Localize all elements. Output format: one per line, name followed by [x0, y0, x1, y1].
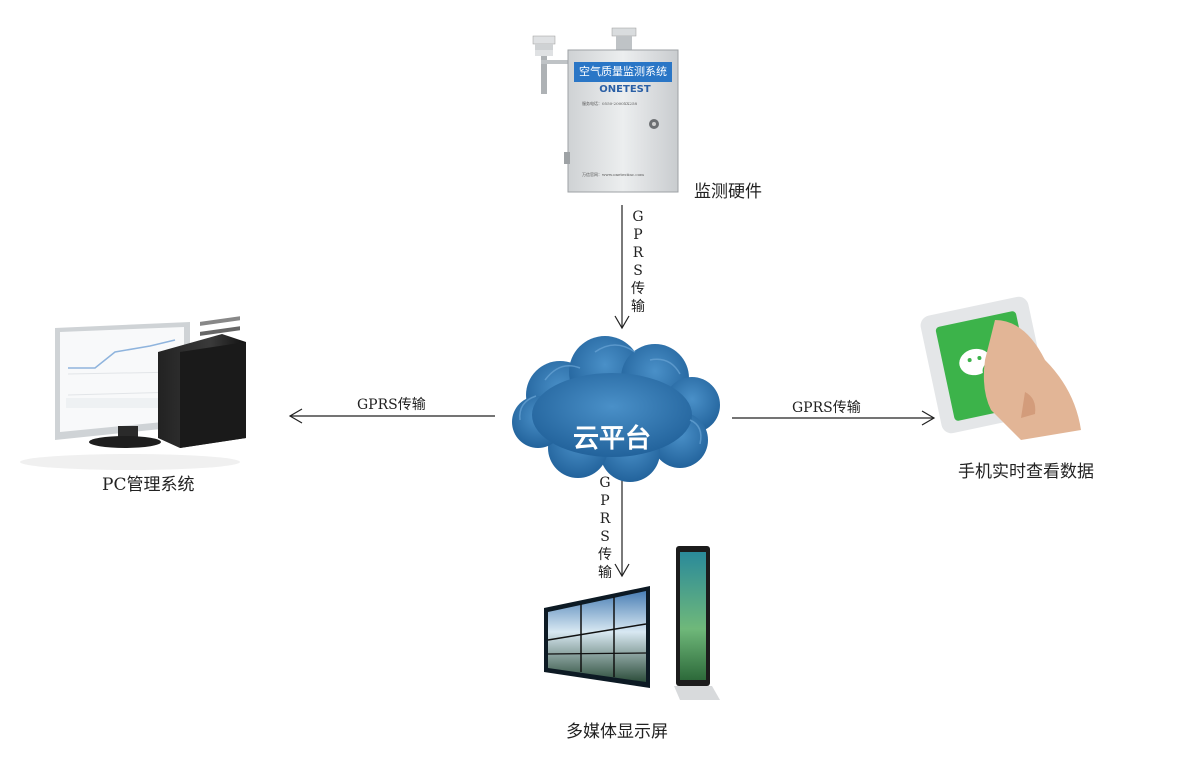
- hardware-service-line: 服务电话：0550-2000XX258: [582, 101, 638, 106]
- link-label-top: G P R S 传 输: [630, 208, 646, 316]
- link-top-char: 输: [631, 299, 645, 315]
- hardware-brand: ONETEST: [599, 84, 651, 95]
- link-bottom-char: S: [600, 529, 610, 545]
- link-bottom-char: 输: [598, 565, 612, 581]
- link-bottom-char: 传: [598, 547, 612, 563]
- cloud-icon: [512, 336, 720, 482]
- link-top-char: G: [632, 209, 644, 225]
- link-top-char: S: [633, 263, 643, 279]
- kiosk-display-icon: [674, 546, 720, 700]
- display-wall-icon: [544, 586, 650, 688]
- link-bottom-char: P: [600, 493, 610, 509]
- link-top-char: 传: [631, 281, 645, 297]
- phone-label: 手机实时查看数据: [958, 462, 1094, 482]
- pc-icon: [20, 316, 246, 470]
- cloud-label: 云平台: [572, 424, 651, 454]
- pc-label: PC管理系统: [102, 475, 195, 495]
- phone-icon: [920, 296, 1081, 440]
- link-bottom-char: R: [599, 511, 611, 527]
- link-bottom-char: G: [599, 475, 611, 491]
- hardware-label: 监测硬件: [694, 182, 762, 202]
- link-label-right: GPRS传输: [792, 400, 861, 416]
- link-label-bottom: G P R S 传 输: [597, 474, 613, 582]
- hardware-panel-title: 空气质量监测系统: [579, 65, 667, 78]
- link-label-left: GPRS传输: [357, 397, 426, 413]
- monitoring-hardware-icon: [532, 27, 679, 193]
- link-top-char: P: [633, 227, 643, 243]
- link-top-char: R: [632, 245, 644, 261]
- display-label: 多媒体显示屏: [566, 722, 668, 742]
- hardware-website-line: 万信官网：www.onetestinc.com: [582, 172, 644, 177]
